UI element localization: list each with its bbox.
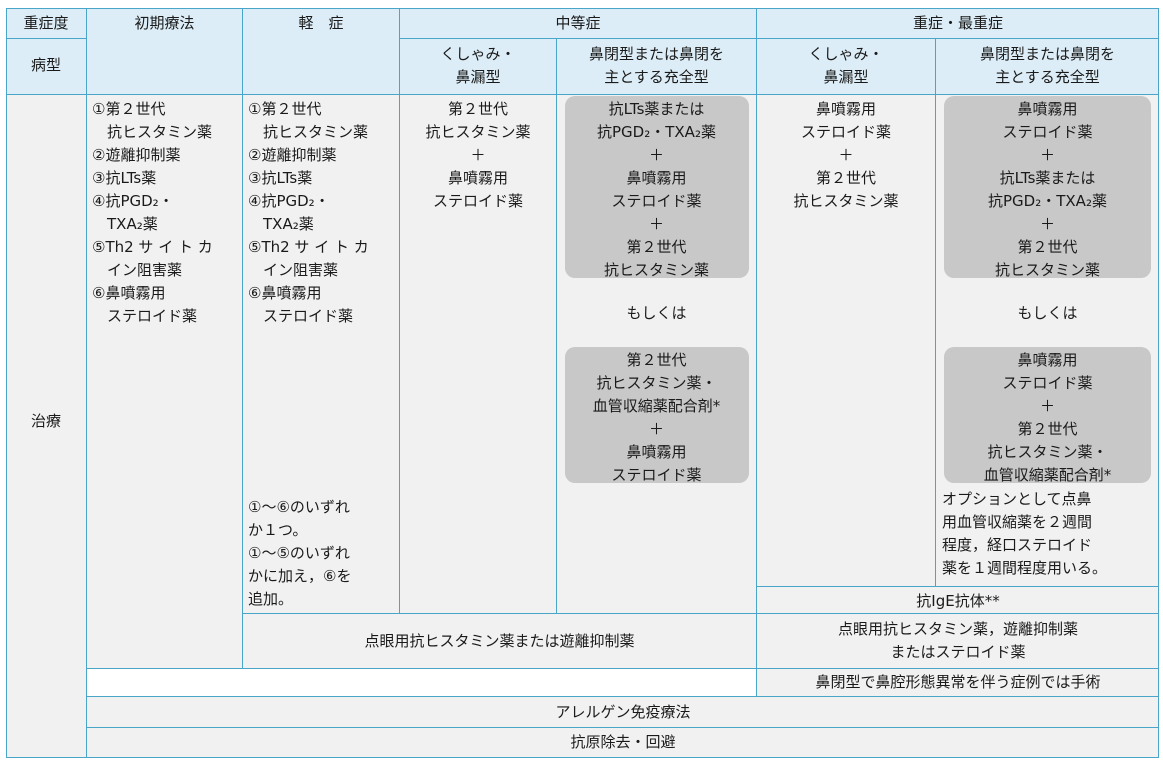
moderate-or-label: もしくは	[626, 304, 687, 322]
moderate-block-option2: 第２世代 抗ヒスタミン薬・ 血管収縮薬配合剤* ＋ 鼻噴霧用 ステロイド薬	[592, 351, 721, 484]
severe-block-option1: 鼻噴霧用 ステロイド薬 ＋ 抗LTs薬または 抗PGD₂・TXA₂薬 ＋ 第２世…	[988, 100, 1107, 279]
antigen-avoidance: 抗原除去・回避	[570, 733, 676, 751]
anti-ige-antibody: 抗IgE抗体**	[916, 592, 1000, 610]
grid-line	[86, 727, 1159, 728]
eye-drops-mild-moderate: 点眼用抗ヒスタミン薬または遊離抑制薬	[364, 632, 635, 650]
moderate-block-option2-box	[565, 347, 749, 483]
mild-therapy-note: ①～⑥のいずれ か１つ。 ①～⑤のいずれ かに加え，⑥を 追加。	[248, 498, 352, 608]
row-label-treatment: 治療	[30, 412, 61, 430]
severe-block-option2: 鼻噴霧用 ステロイド薬 ＋ 第２世代 抗ヒスタミン薬・ 血管収縮薬配合剤*	[983, 351, 1112, 484]
grid-line	[242, 8, 243, 668]
grid-line	[935, 38, 936, 586]
surgery-blank-cell	[87, 668, 756, 696]
grid-line	[6, 94, 1159, 95]
severe-block-option1-box	[944, 96, 1151, 278]
type-moderate-nasal-block: 鼻閉型または鼻閉を 主とする充全型	[588, 45, 724, 86]
grid-line	[86, 696, 1159, 697]
header-moderate: 中等症	[555, 14, 601, 32]
header-severe: 重症・最重症	[912, 14, 1003, 32]
mild-therapy-list: ①第２世代 抗ヒスタミン薬 ②遊離抑制薬 ③抗LTs薬 ④抗PGD₂・ TXA₂…	[248, 100, 369, 325]
grid-line	[756, 8, 757, 696]
allergen-immunotherapy: アレルゲン免疫療法	[555, 703, 691, 721]
grid-line	[399, 38, 1159, 39]
type-moderate-sneeze: くしゃみ・ 鼻漏型	[440, 45, 516, 86]
severe-sneeze-treatment: 鼻噴霧用 ステロイド薬 ＋ 第２世代 抗ヒスタミン薬	[793, 100, 899, 210]
header-severity: 重症度	[23, 14, 69, 32]
header-mild: 軽 症	[298, 14, 344, 32]
grid-line	[399, 8, 400, 613]
table-border	[6, 8, 1159, 758]
initial-therapy-list: ①第２世代 抗ヒスタミン薬 ②遊離抑制薬 ③抗LTs薬 ④抗PGD₂・ TXA₂…	[92, 100, 213, 325]
header-background	[6, 8, 1159, 94]
grid-line	[242, 613, 1159, 614]
grid-line	[6, 38, 87, 39]
grid-line	[556, 38, 557, 613]
grid-line	[86, 8, 87, 758]
type-severe-sneeze: くしゃみ・ 鼻漏型	[808, 45, 884, 86]
moderate-block-option1-box	[565, 96, 749, 278]
header-initial-therapy: 初期療法	[134, 14, 195, 32]
moderate-block-option1: 抗LTs薬または 抗PGD₂・TXA₂薬 ＋ 鼻噴霧用 ステロイド薬 ＋ 第２世…	[597, 100, 716, 279]
type-severe-nasal-block: 鼻閉型または鼻閉を 主とする充全型	[979, 45, 1115, 86]
severe-block-option2-box	[944, 347, 1151, 483]
surgery-note: 鼻閉型で鼻腔形態異常を伴う症例では手術	[815, 673, 1101, 691]
moderate-sneeze-treatment: 第２世代 抗ヒスタミン薬 ＋ 鼻噴霧用 ステロイド薬	[425, 100, 531, 210]
row-label-type: 病型	[30, 56, 61, 74]
grid-line	[86, 668, 1159, 669]
grid-line	[756, 586, 1159, 587]
severe-option-note: オプションとして点鼻 用血管収縮薬を２週間 程度，経口ステロイド 薬を１週間程度…	[942, 490, 1108, 577]
eye-drops-severe: 点眼用抗ヒスタミン薬，遊離抑制薬 またはステロイド薬	[837, 620, 1078, 661]
severe-or-label: もしくは	[1017, 304, 1078, 322]
